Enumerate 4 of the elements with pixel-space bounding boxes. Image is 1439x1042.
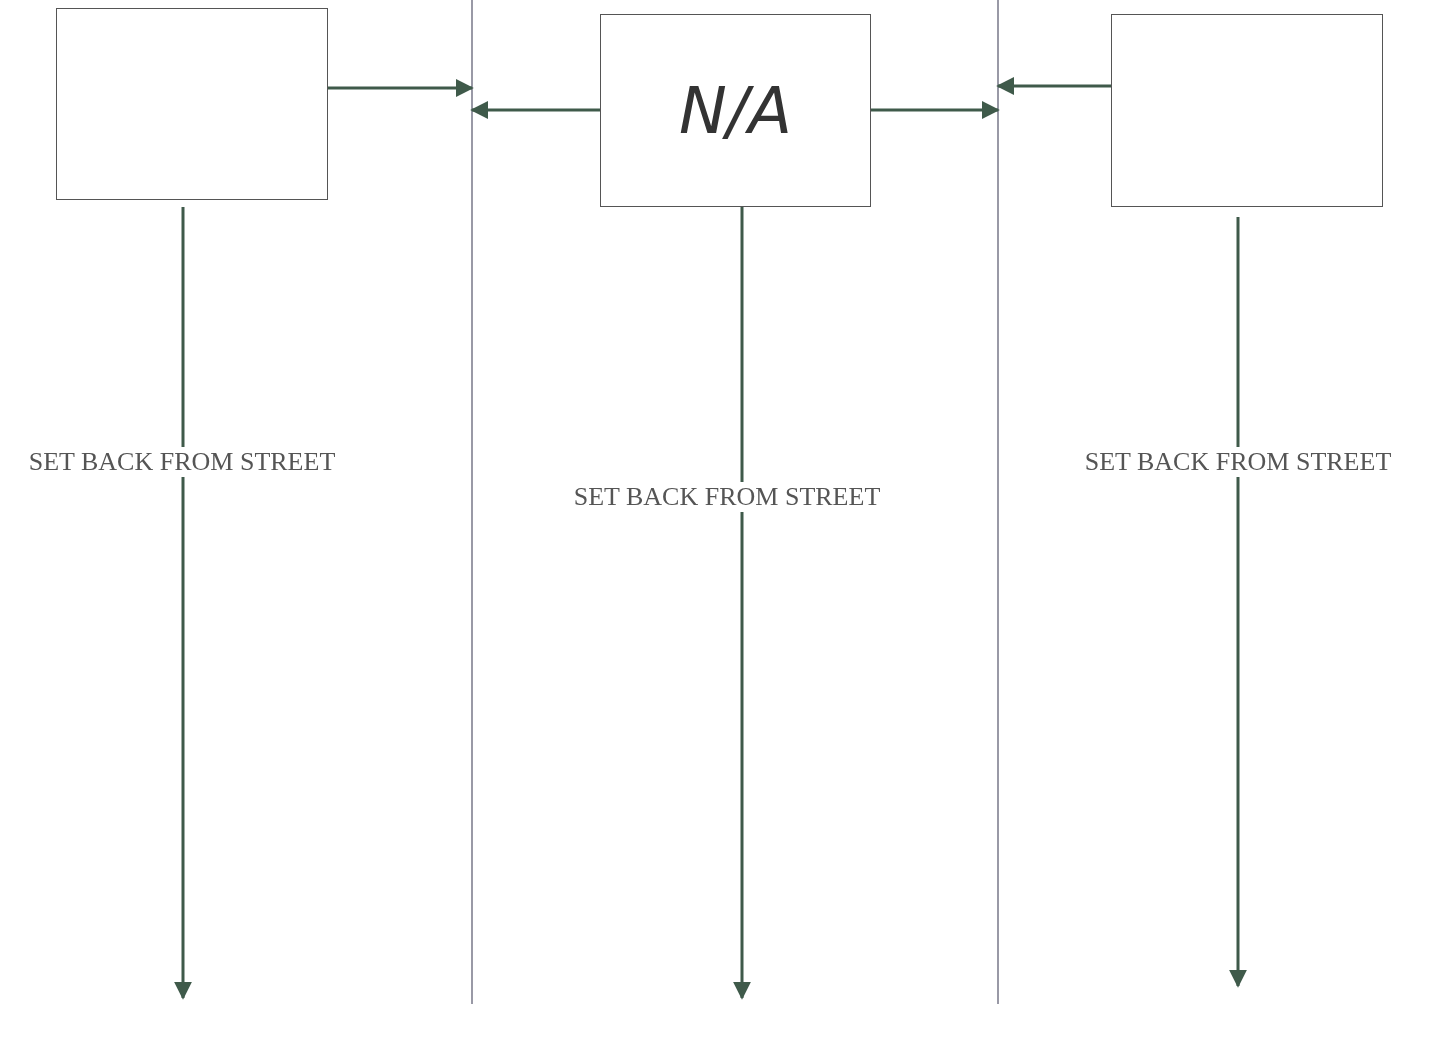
handwritten-note: N/A: [678, 73, 793, 148]
building-box: [56, 8, 328, 200]
building-box: [1111, 14, 1383, 207]
building-box: [600, 14, 871, 207]
